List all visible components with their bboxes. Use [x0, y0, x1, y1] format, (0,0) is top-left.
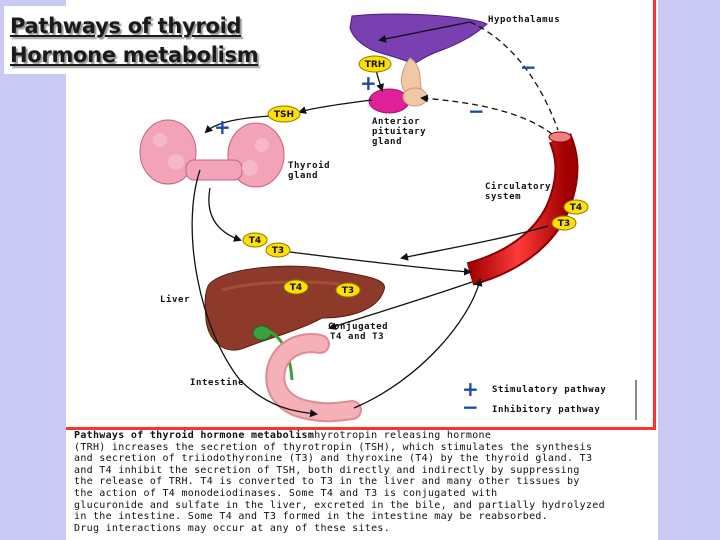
caption-line-0: hyrotropin releasing hormone — [314, 430, 492, 441]
caption-line-4: and T4 inhibit the secretion of TSH, bot… — [74, 464, 580, 476]
svg-text:T3: T3 — [558, 219, 570, 229]
label-conjugated-2: T4 and T3 — [330, 332, 384, 342]
caption-line-8: in the intestine. Some T4 and T3 formed … — [74, 511, 549, 523]
legend: + Stimulatory pathway − Inhibitory pathw… — [462, 377, 637, 420]
caption-line-5: the release of TRH. T4 is converted to T… — [74, 476, 580, 488]
legend-inhibitory: Inhibitory pathway — [492, 404, 600, 415]
arrow-circulation-liver — [400, 225, 549, 261]
svg-text:T4: T4 — [570, 203, 582, 213]
label-circulatory-1: Circulatory — [485, 181, 551, 192]
plus-sign-trh: + — [360, 71, 377, 95]
badge-t3-thyroid: T3 — [265, 242, 291, 258]
intestine-fill — [267, 335, 360, 421]
diagram-frame — [66, 0, 656, 430]
content-panel — [66, 0, 658, 540]
svg-text:TSH: TSH — [274, 110, 294, 120]
caption-block: Pathways of thyroid hormone metabolismhy… — [74, 430, 654, 534]
svg-text:TRH: TRH — [365, 60, 386, 70]
arrow-hypothalamus-trh — [378, 21, 471, 43]
label-anterior-pituitary-1: Anterior — [372, 116, 420, 127]
vessel-opening — [548, 131, 572, 143]
label-hypothalamus: Hypothalamus — [488, 15, 560, 25]
svg-text:T4: T4 — [249, 236, 261, 246]
label-conjugated-1: Conjugated — [328, 321, 388, 332]
arrow-thyroid-intestine — [191, 169, 318, 418]
svg-text:T3: T3 — [272, 246, 284, 256]
arrow-intestine-reabsorption — [353, 278, 483, 409]
label-thyroid-2: gland — [288, 171, 318, 181]
thyroid-pathway-diagram: TRH TSH T4 T3 T4 T3 T4 T3 + + − − Hypoth… — [139, 13, 637, 423]
inhibitory-path-pituitary — [420, 94, 553, 135]
thyroid-gland-shape — [139, 119, 285, 188]
caption-line-2: (TRH) increases the secretion of thyrotr… — [74, 441, 593, 453]
inhibitory-path-hypothalamus — [469, 21, 559, 131]
label-intestine: Intestine — [190, 377, 244, 388]
slide-title-line-1: Pathways of thyroid — [10, 14, 242, 38]
caption-line-6: the action of T4 monodeiodinases. Some T… — [74, 487, 498, 499]
arrow-pituitary-tsh — [298, 99, 373, 114]
minus-sign-hypothalamus: − — [520, 55, 537, 79]
legend-plus-sign: + — [462, 377, 479, 401]
hypothalamus-shape — [349, 13, 488, 65]
caption-line-9: Drug interactions may occur at any of th… — [74, 522, 391, 534]
gallbladder-shape — [252, 325, 272, 341]
label-anterior-pituitary-3: gland — [372, 137, 402, 147]
badge-trh: TRH — [358, 55, 392, 73]
legend-minus-sign: − — [462, 395, 479, 419]
minus-sign-pituitary: − — [468, 99, 485, 123]
caption-title: Pathways of thyroid hormone metabolism — [74, 430, 315, 441]
label-liver: Liver — [160, 294, 190, 305]
label-circulatory-2: system — [485, 192, 521, 202]
label-anterior-pituitary-2: pituitary — [372, 126, 426, 137]
plus-sign-tsh: + — [214, 115, 231, 139]
svg-text:T4: T4 — [290, 283, 302, 293]
label-thyroid-1: Thyroid — [288, 160, 330, 171]
legend-stimulatory: Stimulatory pathway — [492, 384, 606, 395]
slide-title: Pathways of thyroid Hormone metabolism — [4, 6, 276, 74]
arrow-trh-pituitary — [375, 69, 384, 92]
badge-t3-liver: T3 — [335, 282, 361, 298]
arrow-circulation-conjugated — [328, 281, 473, 330]
caption-line-1: Pathways of thyroid hormone metabolismhy… — [74, 430, 654, 442]
arrow-thyroid-hormones — [208, 187, 242, 242]
slide-title-line-2: Hormone metabolism — [10, 43, 259, 67]
svg-text:T3: T3 — [342, 286, 354, 296]
badge-t4-thyroid: T4 — [242, 232, 268, 248]
arrow-tsh-thyroid — [204, 115, 271, 134]
posterior-pituitary-shape — [402, 87, 428, 107]
badge-t4-circulation: T4 — [563, 199, 589, 215]
caption-line-7: glucuronide and sulfate in the liver, ex… — [74, 499, 605, 511]
arrow-hormones-circulation — [289, 251, 472, 276]
circulatory-vessel-fill — [467, 134, 577, 284]
caption-line-3: and secretion of triiodothyronine (T3) a… — [74, 453, 593, 465]
badge-t3-circulation: T3 — [551, 215, 577, 231]
badge-tsh: TSH — [267, 105, 301, 123]
badge-t4-liver: T4 — [283, 279, 309, 295]
